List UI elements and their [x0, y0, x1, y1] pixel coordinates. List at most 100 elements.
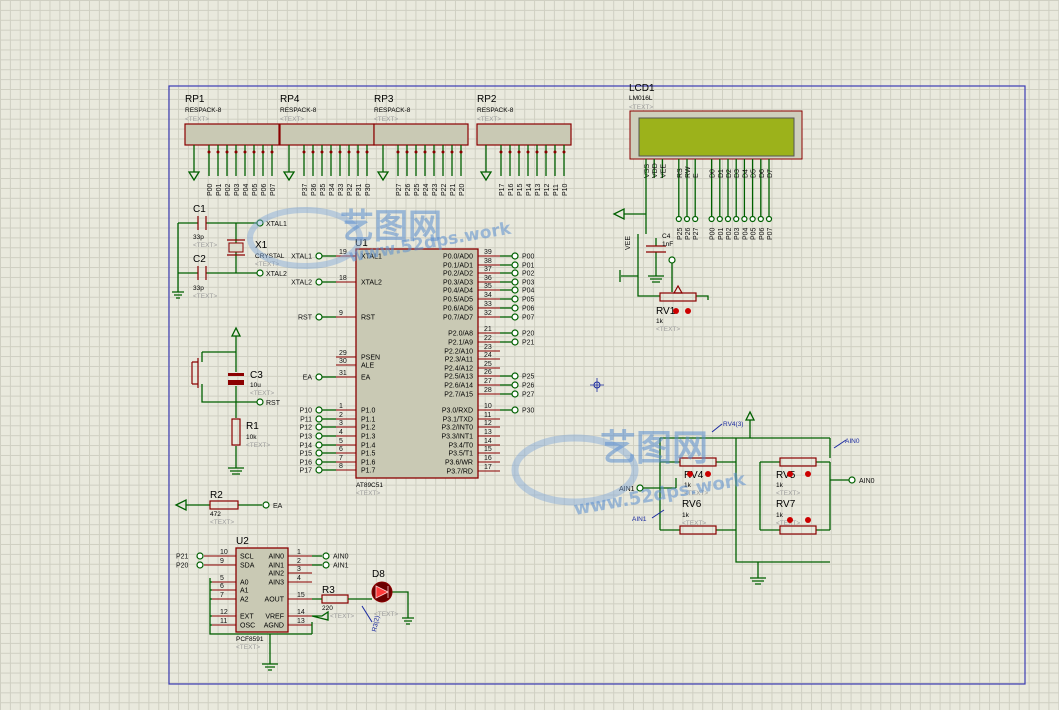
lcd-pin-label: D0: [710, 169, 717, 178]
rv7-ref: RV7: [776, 499, 796, 510]
r1-value: 10k: [246, 434, 257, 441]
mcu-net-label: P02: [522, 271, 535, 278]
mcu-pin-label: P2.3/A11: [445, 357, 473, 364]
adc-pcf8591[interactable]: U2 PCF8591 <TEXT> 10SCLP219SDAP205A06A17…: [176, 536, 349, 671]
respack-body: [476, 123, 572, 146]
mcu-type: AT89C51: [356, 482, 383, 489]
lcd-pin-label: D7: [767, 169, 774, 178]
mcu-pin-label: P2.0/A8: [448, 331, 473, 338]
pcf-pin-number: 4: [297, 575, 301, 582]
xtal2-terminal[interactable]: [256, 269, 264, 277]
lcd-pin-label: RS: [677, 168, 684, 178]
pcf-pin-number: 6: [220, 583, 224, 590]
c1-value: 33p: [193, 234, 204, 241]
ain0-terminal[interactable]: [848, 476, 856, 484]
mcu-net-label: P11: [300, 417, 312, 424]
mcu-pin-number: 30: [339, 358, 347, 365]
pcf-pin-number: 5: [220, 575, 224, 582]
r3-text: <TEXT>: [330, 613, 354, 620]
pcf-pin-label: VREF: [265, 614, 284, 621]
mcu-net-label: P13: [300, 434, 313, 441]
mcu-pin-number: 15: [484, 446, 492, 453]
respack-pin-label: P02: [225, 183, 232, 196]
mcu-pin-number: 23: [484, 344, 492, 351]
respack-pin-label: P25: [414, 183, 421, 196]
mcu-pin-number: 7: [339, 455, 343, 462]
mcu-net-label: P05: [522, 297, 535, 304]
mcu-pins: 19XTAL1XTAL118XTAL2XTAL29RSTRST29PSEN30A…: [291, 249, 534, 476]
mcu-pin-number: 1: [339, 403, 343, 410]
r1-ref: R1: [246, 421, 259, 432]
mcu-pin-number: 28: [484, 387, 492, 394]
mcu-pin-number: 10: [484, 403, 492, 410]
pcf-pin-label: SDA: [240, 563, 255, 570]
respack-type: RESPACK-8: [280, 107, 317, 114]
rv5-text: <TEXT>: [776, 490, 800, 497]
pcf-net-label: P20: [176, 563, 189, 570]
mcu-net-label: P04: [522, 288, 535, 295]
mcu-pin-number: 5: [339, 438, 343, 445]
pcf-pin-label: A2: [240, 597, 249, 604]
mcu-pin-label: P2.6/A14: [444, 383, 473, 390]
respack-pin-label: P37: [302, 183, 309, 196]
mcu-pin-number: 35: [484, 283, 492, 290]
mcu-at89c51[interactable]: U1 AT89C51 <TEXT> 19XTAL1XTAL118XTAL2XTA…: [291, 238, 534, 497]
mcu-pin-label: P3.7/RD: [447, 469, 473, 476]
respack-pin-label: P20: [459, 183, 466, 196]
respack-pin-label: P14: [526, 183, 533, 196]
ain1-label-bridge: AIN1: [619, 486, 635, 493]
x1-text: <TEXT>: [255, 261, 279, 268]
cursor-marker: [590, 378, 604, 392]
pcf-net-label: AIN1: [333, 563, 349, 570]
respack-pin-label: P01: [216, 183, 223, 196]
ain1-terminal[interactable]: [636, 484, 644, 492]
pcf-pin-label: AOUT: [265, 597, 285, 604]
ea-terminal[interactable]: [262, 501, 270, 509]
mcu-net-label: P30: [522, 408, 535, 415]
rv1-text: <TEXT>: [656, 326, 680, 333]
pcf-pin-label: A1: [240, 588, 249, 595]
rst-label-left: RST: [266, 400, 281, 407]
reset-circuit: C3 10u <TEXT> R1 10k <TEXT> RST: [191, 326, 281, 475]
respack-pin-label: P35: [320, 183, 327, 196]
lcd-net-label: P00: [710, 227, 717, 240]
rv1-wiper-terminal[interactable]: [668, 256, 676, 264]
mcu-pin-label: P1.2: [361, 425, 376, 432]
respack-pin-label: P16: [508, 183, 515, 196]
rv1-value: 1k: [656, 318, 664, 325]
pcf-pin-label: AGND: [264, 623, 284, 630]
mcu-pin-number: 29: [339, 350, 347, 357]
rst-terminal[interactable]: [256, 398, 264, 406]
c4-ref: C4: [662, 233, 671, 240]
mcu-pin-label: P0.1/AD1: [443, 263, 473, 270]
rv1-body: [659, 292, 697, 302]
pcf-pin-number: 9: [220, 558, 224, 565]
pot-bridge-circuit: RV4 1k <TEXT> RV5 1k <TEXT> RV6 1k <TEXT…: [619, 410, 875, 585]
mcu-pin-number: 27: [484, 378, 492, 385]
lcd-pin-label: D2: [726, 169, 733, 178]
mcu-pin-number: 25: [484, 361, 492, 368]
respack-ref: RP2: [477, 94, 497, 105]
pcf-pin-number: 12: [220, 609, 228, 616]
respack-text: <TEXT>: [477, 116, 501, 123]
d8-text: <TEXT>: [374, 611, 398, 618]
mcu-pin-label: P0.2/AD2: [443, 271, 473, 278]
pcf-body: [235, 547, 289, 633]
respack-body: [373, 123, 469, 146]
respack-pin-label: P23: [432, 183, 439, 196]
lcd-net-label: P26: [685, 227, 692, 240]
mcu-net-label: P03: [522, 280, 535, 287]
ain1-probe: AIN1: [632, 516, 647, 523]
mcu-net-label: P25: [522, 374, 535, 381]
c2-text: <TEXT>: [193, 293, 217, 300]
mcu-pin-number: 18: [339, 275, 347, 282]
xtal1-terminal[interactable]: [256, 219, 264, 227]
mcu-pin-number: 9: [339, 310, 343, 317]
mcu-pin-label: P2.5/A13: [444, 374, 473, 381]
